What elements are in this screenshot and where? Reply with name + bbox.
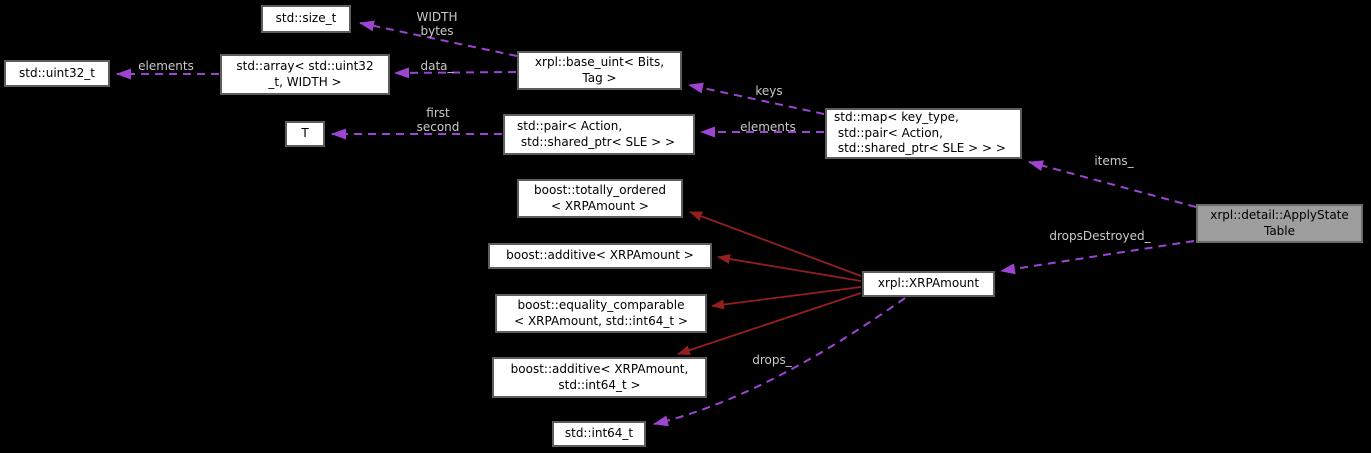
node-std-array[interactable]: std::array< std::uint32 _t, WIDTH > [220,54,390,95]
node-std-uint32-t[interactable]: std::uint32_t [4,60,110,87]
node-t[interactable]: T [285,121,325,147]
node-std-size-t[interactable]: std::size_t [261,5,351,33]
node-boost-totally-ordered[interactable]: boost::totally_ordered < XRPAmount > [517,179,683,218]
node-std-map[interactable]: std::map< key_type, std::pair< Action, s… [825,108,1022,159]
node-boost-additive-xrpamount[interactable]: boost::additive< XRPAmount > [488,243,712,269]
edge-xrp-amount-to-equality-comparable [711,286,862,310]
node-std-int64-t[interactable]: std::int64_t [552,421,646,447]
node-std-pair[interactable]: std::pair< Action, std::shared_ptr< SLE … [503,114,695,155]
edge-map-to-base-uint [688,82,825,115]
node-xrpl-base-uint[interactable]: xrpl::base_uint< Bits, Tag > [517,51,682,90]
edge-base-uint-to-array [394,67,517,79]
edge-xrp-amount-to-additive-xrp [717,254,862,282]
node-xrpl-xrpamount[interactable]: xrpl::XRPAmount [862,271,995,297]
edge-xrp-amount-to-int64-t [653,297,906,427]
edge-apply-state-table-to-xrp-amount [1000,240,1195,275]
edge-xrp-amount-to-totally-ordered [689,211,862,277]
edge-apply-state-table-to-map [1028,160,1197,208]
edge-base-uint-to-size-t [359,20,518,57]
edge-xrp-amount-to-additive-xrp-int64 [677,292,862,355]
node-boost-additive-xrpamount-int64[interactable]: boost::additive< XRPAmount, std::int64_t… [492,357,707,398]
node-xrpl-detail-apply-state-table[interactable]: xrpl::detail::ApplyState Table [1196,204,1363,243]
node-boost-equality-comparable[interactable]: boost::equality_comparable < XRPAmount, … [495,294,707,333]
